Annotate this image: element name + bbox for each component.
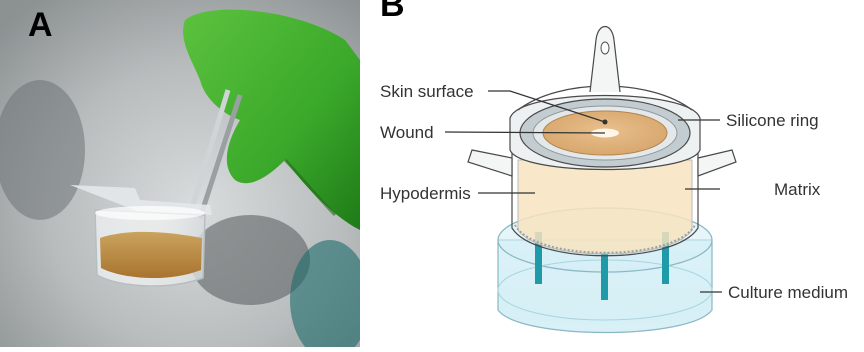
panel-b-diagram: Skin surface Wound Hypodermis Silicone r… xyxy=(360,0,864,347)
tab-hole xyxy=(601,42,609,54)
panel-letter-b: B xyxy=(380,0,405,22)
hypodermis-body xyxy=(518,160,692,254)
insert-handle-left xyxy=(468,150,512,176)
support-post-center xyxy=(601,252,608,300)
label-silicone-ring: Silicone ring xyxy=(726,111,819,130)
insert-handle-right xyxy=(698,150,736,176)
photo-illustration xyxy=(0,0,360,347)
insert-rim xyxy=(95,206,205,220)
label-skin-surface: Skin surface xyxy=(380,82,474,101)
label-matrix: Matrix xyxy=(774,180,821,199)
label-wound: Wound xyxy=(380,123,434,142)
panel-letter-a: A xyxy=(28,8,53,42)
label-hypodermis: Hypodermis xyxy=(380,184,471,203)
panel-a-photo: A xyxy=(0,0,360,347)
label-culture-medium: Culture medium xyxy=(728,283,848,302)
skin-tissue-sample xyxy=(100,232,202,278)
insert-top-tab xyxy=(590,27,620,93)
insert-schematic: Skin surface Wound Hypodermis Silicone r… xyxy=(360,0,864,347)
